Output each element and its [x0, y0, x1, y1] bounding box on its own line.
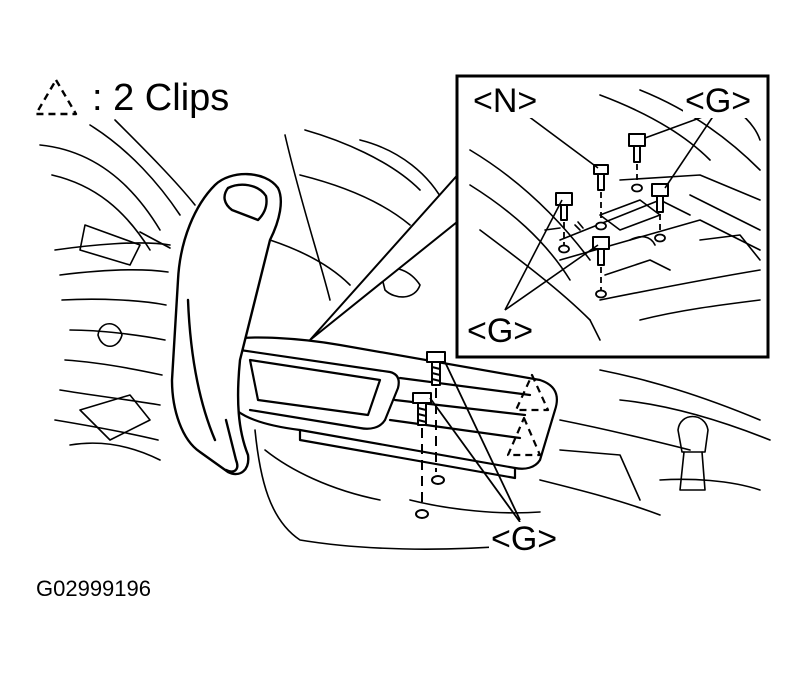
figure-id: G02999196: [36, 576, 151, 601]
bolt-icon: [412, 392, 432, 426]
main-bolts: [412, 351, 446, 426]
console-box: [226, 336, 558, 480]
bolt-icon: [628, 133, 646, 163]
main-bolt-holes: [415, 475, 445, 519]
inset-leader: [309, 167, 463, 341]
clip-markers: [506, 373, 550, 457]
main-callout-leaders: [429, 361, 521, 523]
inset-fastener-holes: [558, 183, 666, 299]
inset-fasteners: [555, 133, 669, 266]
armrest-lid: [170, 172, 282, 476]
clips-legend: : 2 Clips: [36, 76, 229, 120]
callout-inset-bolts-bottom: <G>: [465, 312, 536, 350]
main-bolt-guides: [421, 388, 437, 508]
legend-text: : 2 Clips: [92, 76, 230, 119]
callout-inset-nut: <N>: [471, 82, 540, 120]
callout-main-bolts: <G>: [489, 520, 560, 558]
callout-inset-bolts-top: <G>: [683, 82, 754, 120]
bolt-icon: [593, 164, 609, 191]
inset-panel: [455, 74, 770, 359]
bolt-icon: [651, 183, 669, 213]
legend-icon-spacer: [36, 78, 78, 118]
bolt-icon: [426, 351, 446, 386]
clip-marker: [514, 373, 550, 412]
inset-fastener-guides: [563, 164, 661, 290]
vehicle-interior-outline: [39, 119, 771, 550]
dashed-triangle-icon: [34, 78, 78, 116]
bolt-icon: [555, 192, 573, 221]
